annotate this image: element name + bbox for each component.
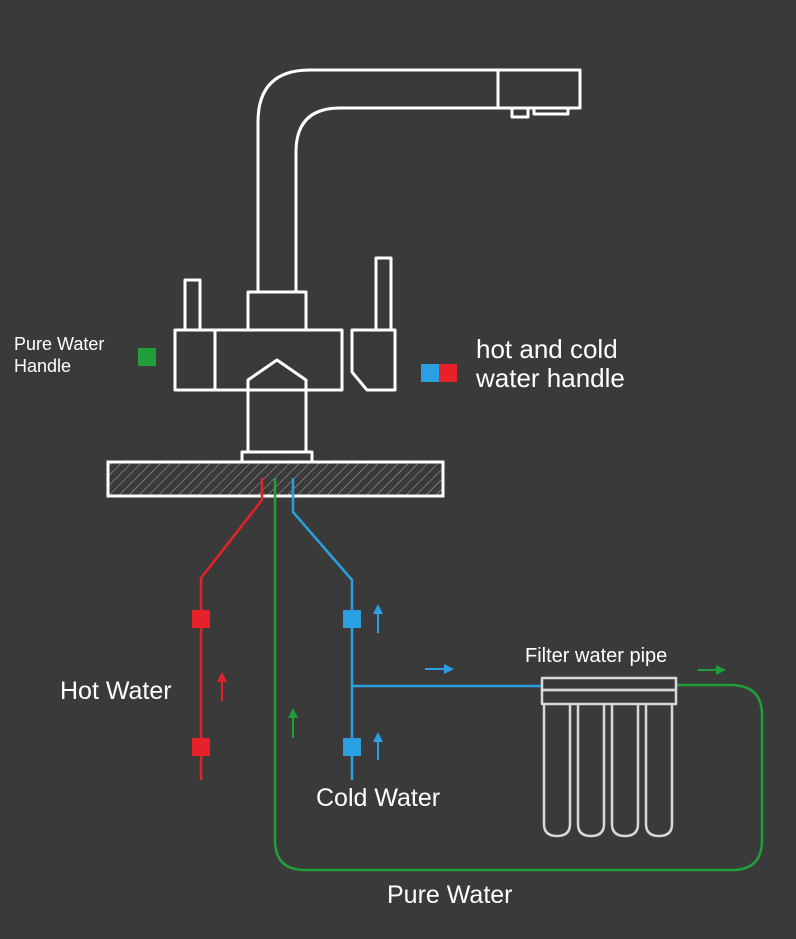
cold-water-label: Cold Water [316, 784, 441, 812]
hot-cold-handle-label-line2: water handle [476, 363, 625, 393]
pure-flow-arrow-icon [288, 708, 298, 738]
pure-water-handle-label-line2: Handle [14, 356, 72, 376]
cold-valve-upper [343, 610, 361, 628]
pure-water-handle-label-line1: Pure Water [14, 334, 105, 354]
cold-valve-lower [343, 738, 361, 756]
hot-cold-handle-label-line1: hot and cold [476, 334, 618, 364]
pure-water-handle-label: Pure Water Handle [14, 333, 104, 377]
hot-flow-arrow-icon [217, 672, 227, 701]
pure-flow-right-arrow-icon [698, 665, 726, 675]
hot-valve-lower [192, 738, 210, 756]
hot-handle-color-square [439, 364, 457, 382]
pure-handle-color-square [138, 348, 156, 366]
cold-flow-right-arrow-icon [425, 664, 454, 674]
hot-cold-handle-label: hot and cold water handle [476, 335, 625, 393]
faucet-body [173, 256, 397, 464]
filter-unit [540, 676, 678, 838]
pure-water-pipe [273, 478, 764, 872]
filter-water-pipe-label: Filter water pipe [525, 645, 668, 667]
hot-water-label: Hot Water [60, 677, 172, 705]
hot-valve-upper [192, 610, 210, 628]
cold-flow-arrow-lower-icon [373, 732, 383, 760]
hot-water-pipe [199, 478, 264, 780]
faucet-spout [256, 68, 582, 292]
cold-handle-color-square [421, 364, 439, 382]
cold-flow-arrow-upper-icon [373, 604, 383, 633]
pure-water-label: Pure Water [387, 881, 513, 909]
cold-water-pipe [291, 478, 354, 780]
